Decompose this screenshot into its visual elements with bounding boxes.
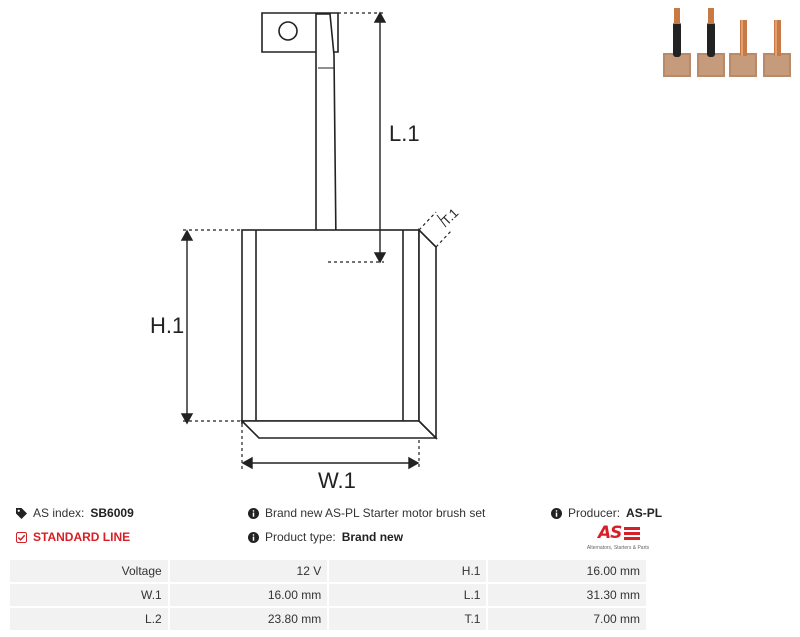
spec-value: 23.80 mm [167,606,330,632]
info-icon [248,507,259,519]
brush-block [241,229,420,422]
t1-dimension-line [436,214,447,228]
logo-stripes [624,527,640,540]
t1-label: T.1 [439,205,462,228]
as-index-value: SB6009 [90,506,134,520]
check-square-icon [16,531,27,543]
brush-thumbnail [729,20,757,77]
brush-side-face [418,228,437,440]
product-thumbnails[interactable] [655,0,800,85]
terminal-hole [278,21,298,41]
product-info: AS index: SB6009 STANDARD LINE Brand new… [0,500,800,555]
brush-thumbnail [663,8,691,77]
l1-label: L.1 [389,121,420,146]
technical-drawing: L.1 H.1 W.1 T.1 [150,11,462,493]
spec-label: L.1 [327,582,489,608]
as-pl-logo: AS Alternators, Starters & Parts [586,523,650,551]
table-row: W.1 16.00 mm L.1 31.30 mm [8,582,648,608]
tag-icon [16,507,27,519]
spec-value: 12 V [167,558,330,584]
producer: Producer: AS-PL [551,506,662,520]
info-icon [551,507,562,519]
product-type: Product type: Brand new [248,530,403,544]
standard-line: STANDARD LINE [16,530,130,544]
spec-label: L.2 [8,606,170,632]
brush-thumbnail [697,8,725,77]
spec-label: W.1 [8,582,170,608]
spec-value: 31.30 mm [486,582,648,608]
product-type-value: Brand new [341,530,404,544]
table-row: L.2 23.80 mm T.1 7.00 mm [8,606,648,632]
producer-label: Producer: [568,506,621,520]
as-index-label: AS index: [33,506,85,520]
standard-line-label: STANDARD LINE [33,530,131,544]
specs-table: Voltage 12 V H.1 16.00 mm W.1 16.00 mm L… [8,558,648,632]
spec-label: Voltage [8,558,170,584]
logo-mark: AS [598,523,622,543]
spec-label: H.1 [327,558,489,584]
spec-value: 16.00 mm [167,582,330,608]
brush-bottom-face [240,420,438,439]
w1-label: W.1 [318,468,356,493]
brush-wire [315,13,337,263]
description-text: Brand new AS-PL Starter motor brush set [265,506,486,520]
description: Brand new AS-PL Starter motor brush set [248,506,485,520]
producer-value: AS-PL [626,506,663,520]
spec-value: 7.00 mm [486,606,648,632]
as-index: AS index: SB6009 [16,506,134,520]
info-icon [248,531,259,543]
spec-value: 16.00 mm [486,558,648,584]
table-row: Voltage 12 V H.1 16.00 mm [8,558,648,584]
spec-label: T.1 [327,606,489,632]
brush-thumbnail [763,20,791,77]
h1-label: H.1 [150,313,184,338]
logo-tagline: Alternators, Starters & Parts [586,545,650,551]
product-type-label: Product type: [265,530,336,544]
